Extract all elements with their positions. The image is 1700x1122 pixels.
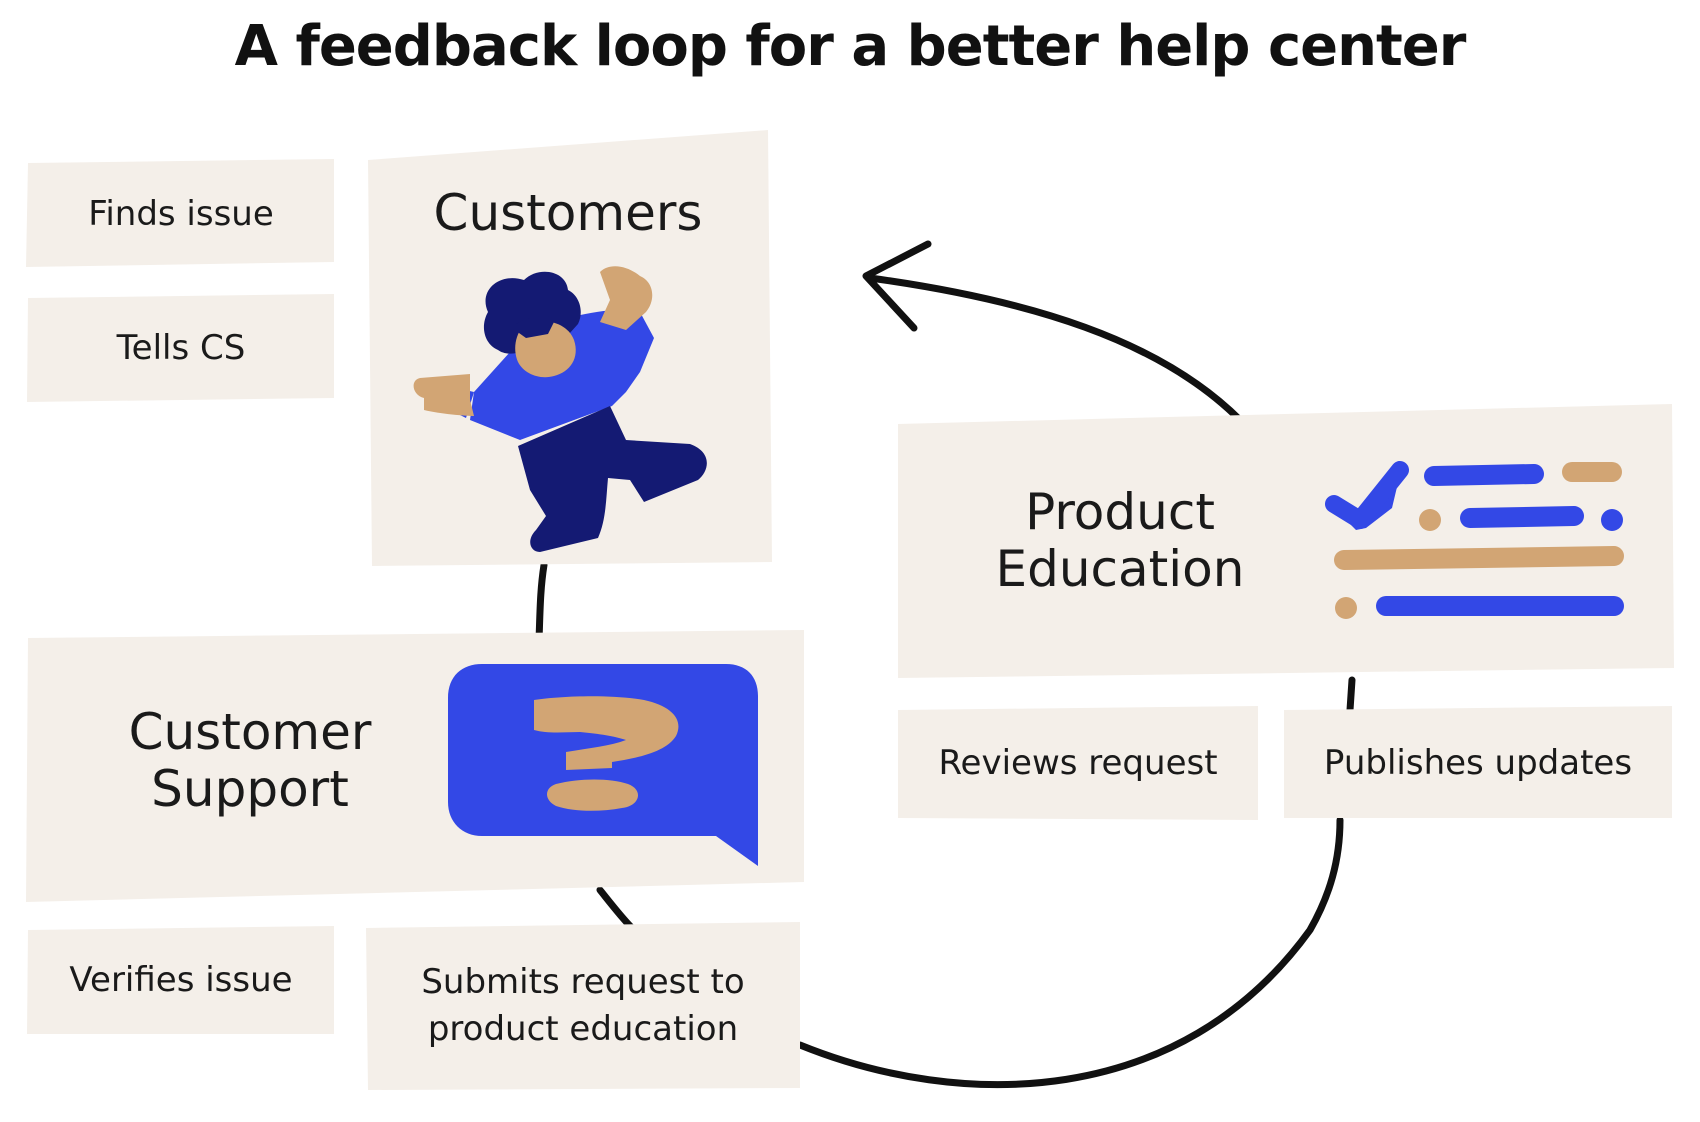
loop-path-pe-to-customers [866, 274, 1244, 424]
card-submits-request [366, 922, 800, 1090]
loop-path-customers-to-cs [535, 561, 548, 644]
arrow-head-icon [862, 240, 932, 332]
step-reviews-request: Reviews request [898, 708, 1258, 818]
loop-connector [535, 274, 1356, 1089]
loop-path-submit-to-publish [796, 816, 1344, 1089]
step-tells-cs: Tells CS [28, 296, 334, 400]
card-publishes-updates [1284, 706, 1672, 818]
step-finds-issue-text: Finds issue [88, 193, 274, 234]
group-product-education: Product Education [960, 476, 1280, 606]
group-customers-text: Customers [433, 184, 703, 243]
step-finds-issue: Finds issue [28, 163, 334, 265]
group-customers: Customers [398, 176, 738, 252]
diagram-title-text: A feedback loop for a better help center [234, 14, 1467, 79]
step-verifies-issue: Verifies issue [28, 928, 334, 1032]
group-customer-support: Customer Support [80, 696, 420, 826]
step-verifies-issue-text: Verifies issue [69, 959, 293, 1000]
step-publishes-updates-text: Publishes updates [1323, 742, 1633, 783]
card-finds-issue [26, 159, 334, 267]
step-submits-request-line1: Submits request to [421, 962, 745, 1003]
loop-path-pe-to-publish [1346, 676, 1356, 714]
card-verifies-issue [27, 926, 334, 1034]
group-product-education-line2: Education [995, 540, 1245, 598]
card-tells-cs [27, 294, 334, 402]
checklist-icon [1325, 461, 1624, 619]
step-publishes-updates: Publishes updates [1284, 708, 1672, 818]
group-customer-support-line2: Support [151, 760, 349, 818]
step-submits-request-line2: product education [427, 1009, 739, 1049]
step-tells-cs-text: Tells CS [116, 327, 246, 368]
loop-path-cs-to-submit [596, 886, 636, 932]
group-product-education-line1: Product [1025, 482, 1215, 541]
group-customer-support-line1: Customer [128, 702, 372, 761]
step-reviews-request-text: Reviews request [938, 742, 1218, 783]
card-reviews-request [898, 706, 1258, 820]
diagram-title: A feedback loop for a better help center [0, 14, 1700, 79]
person-jumping-icon [413, 266, 707, 552]
question-speech-bubble-icon [448, 664, 758, 866]
step-submits-request: Submits request to product education [366, 924, 800, 1088]
